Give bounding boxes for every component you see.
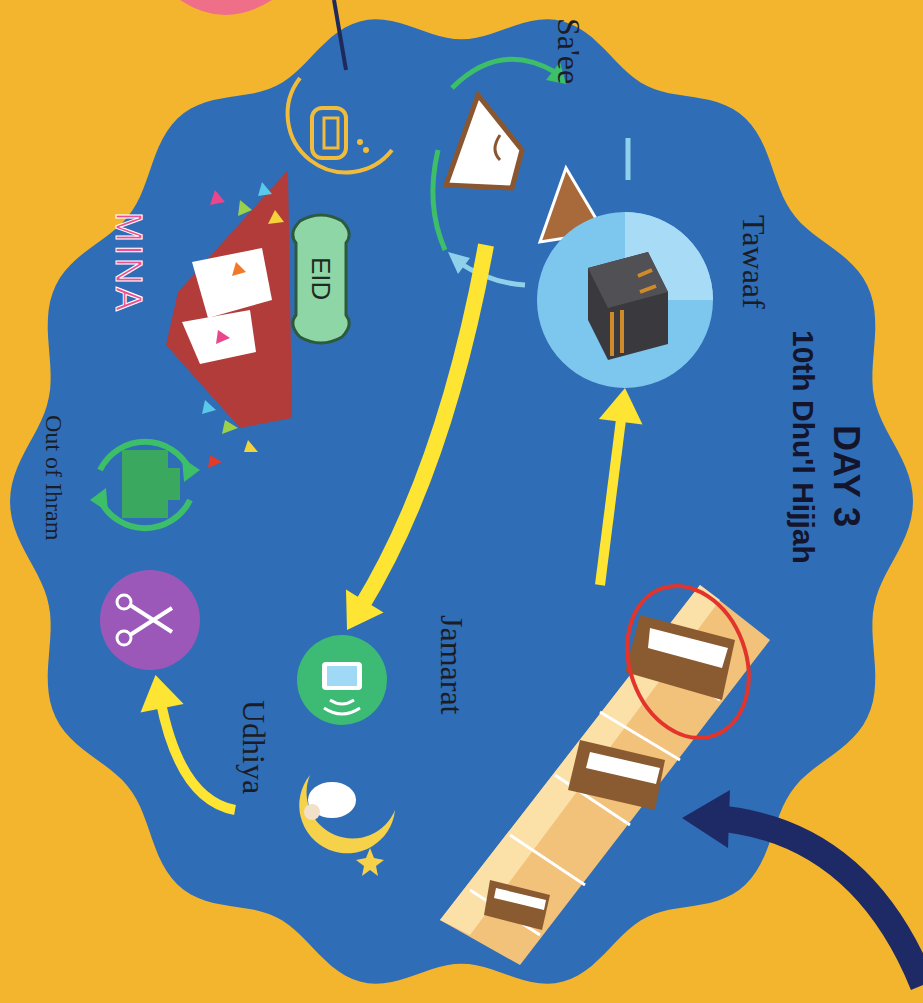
day-panel: DAY 3 10th Dhu'l Hijjah — [8, 8, 915, 995]
step-node: Tawaaf — [537, 212, 713, 388]
dot — [357, 139, 363, 145]
bunting — [202, 400, 216, 414]
bunting — [238, 200, 252, 216]
step-label: Tawaaf — [738, 215, 770, 309]
bunting — [210, 190, 225, 205]
step-node: Out of Ihram — [40, 420, 205, 675]
tawaaf-circle — [537, 212, 713, 388]
step-node: Jamarat — [430, 585, 770, 960]
tent-body — [166, 170, 292, 428]
connector-layer — [8, 8, 915, 995]
step-node: Sa'ee — [435, 20, 605, 245]
safa-hill — [446, 95, 522, 188]
step-node: MINA — [110, 165, 295, 430]
day-heading: DAY 3 — [828, 425, 864, 527]
step-node: Udhiya — [235, 630, 395, 870]
badge-outline — [293, 215, 349, 343]
mina-tent — [166, 170, 292, 468]
kaaba-band — [612, 270, 656, 356]
arrow-shaft — [161, 701, 235, 810]
scissors-blades — [130, 605, 172, 635]
arrow-shaft — [600, 414, 622, 585]
step-node: EID — [290, 213, 352, 345]
udhiya-icon — [297, 635, 395, 876]
mosque-door — [324, 118, 338, 148]
pillar-slab — [648, 628, 728, 668]
flow-arrow — [346, 245, 486, 630]
cycle-head — [182, 458, 200, 482]
date-heading: 10th Dhu'l Hijjah — [788, 330, 818, 564]
highlight-ring — [607, 569, 769, 755]
bunting — [216, 330, 230, 344]
cycle-arc — [626, 138, 631, 180]
cycle-arc — [458, 262, 525, 285]
step-label: Out of Ihram — [42, 415, 66, 540]
tent-panel — [182, 310, 256, 364]
cycle-arc — [452, 59, 555, 88]
scissors-circle — [100, 570, 200, 670]
cycle-head — [448, 252, 470, 274]
crescent-logo — [288, 78, 392, 172]
sheep-head — [304, 804, 320, 820]
hill-mark — [495, 135, 500, 160]
star — [356, 848, 384, 876]
kaaba — [588, 252, 668, 360]
dot — [363, 147, 369, 153]
bunting — [208, 455, 222, 468]
jamarat-illustration — [440, 569, 770, 965]
scissors-ring — [117, 631, 131, 645]
crescent-outline — [288, 78, 392, 172]
arrow-head — [346, 590, 384, 631]
mosque-outline — [312, 108, 346, 158]
flow-arrow — [141, 675, 236, 810]
cycle-arc — [433, 150, 445, 250]
wall-joints — [470, 650, 720, 935]
kaaba-top — [588, 252, 668, 308]
pillar — [484, 880, 550, 930]
jamarat-wall — [440, 585, 770, 965]
cycle-head — [90, 488, 108, 512]
pillar — [568, 740, 665, 810]
pink-ribbon — [180, 0, 272, 15]
bunting — [268, 210, 284, 224]
scissors-ring — [117, 595, 131, 609]
arrow-head — [141, 675, 184, 713]
bunting — [258, 182, 272, 196]
step-label: EID — [308, 257, 334, 300]
tent-panel — [192, 248, 272, 318]
pillar-slab — [586, 752, 660, 784]
phone-screen — [327, 666, 357, 686]
phone — [322, 662, 362, 690]
step-label: MINA — [110, 212, 146, 314]
bunting — [222, 420, 238, 434]
leader-line — [334, 0, 346, 70]
ihram-icon — [90, 442, 200, 670]
flow-arrow — [599, 388, 643, 585]
arrow-shaft — [361, 245, 486, 608]
pointer-arrow — [715, 818, 923, 985]
crescent — [299, 775, 395, 853]
step-label: Sa'ee — [553, 18, 585, 84]
garment — [122, 450, 180, 518]
pillar-slab — [494, 888, 546, 910]
arrow-head — [599, 388, 643, 425]
bunting — [244, 440, 258, 452]
pillar — [625, 615, 735, 700]
signal — [324, 700, 360, 714]
bunting — [232, 262, 246, 276]
phone-circle — [297, 635, 387, 725]
step-label: Jamarat — [436, 615, 468, 715]
step-label: Udhiya — [238, 700, 270, 794]
pointer-head — [682, 790, 730, 848]
